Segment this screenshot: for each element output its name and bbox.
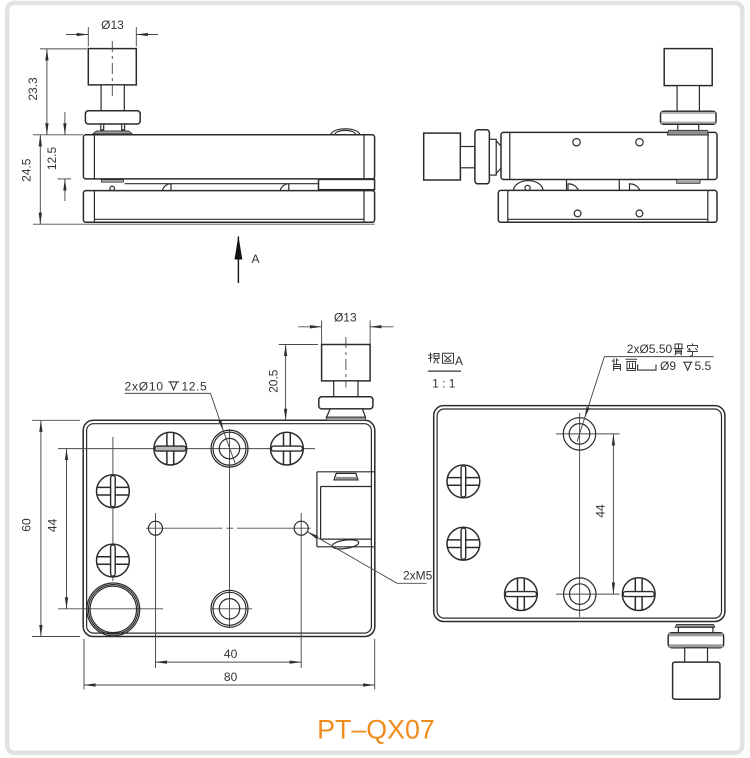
svg-text:12.5: 12.5 (182, 379, 208, 393)
svg-text:1 : 1: 1 : 1 (432, 377, 456, 391)
svg-text:A: A (252, 252, 260, 266)
svg-text:Ø9: Ø9 (660, 359, 676, 373)
svg-text:40: 40 (224, 647, 238, 661)
svg-text:2xM5: 2xM5 (403, 569, 433, 583)
svg-text:PT–QX07: PT–QX07 (317, 715, 435, 745)
svg-text:23.3: 23.3 (26, 77, 40, 101)
svg-text:44: 44 (593, 504, 607, 518)
svg-text:60: 60 (20, 518, 34, 532)
svg-text:20.5: 20.5 (266, 369, 280, 393)
svg-text:A: A (455, 354, 463, 368)
svg-text:2xØ5.50: 2xØ5.50 (627, 342, 673, 356)
svg-text:Ø13: Ø13 (101, 18, 124, 32)
svg-text:24.5: 24.5 (20, 158, 34, 182)
svg-text:44: 44 (46, 518, 60, 532)
svg-text:5.5: 5.5 (695, 359, 712, 373)
svg-text:80: 80 (224, 670, 238, 684)
svg-text:12.5: 12.5 (45, 146, 59, 170)
svg-text:Ø13: Ø13 (334, 310, 357, 324)
svg-text:2xØ10: 2xØ10 (125, 379, 164, 393)
